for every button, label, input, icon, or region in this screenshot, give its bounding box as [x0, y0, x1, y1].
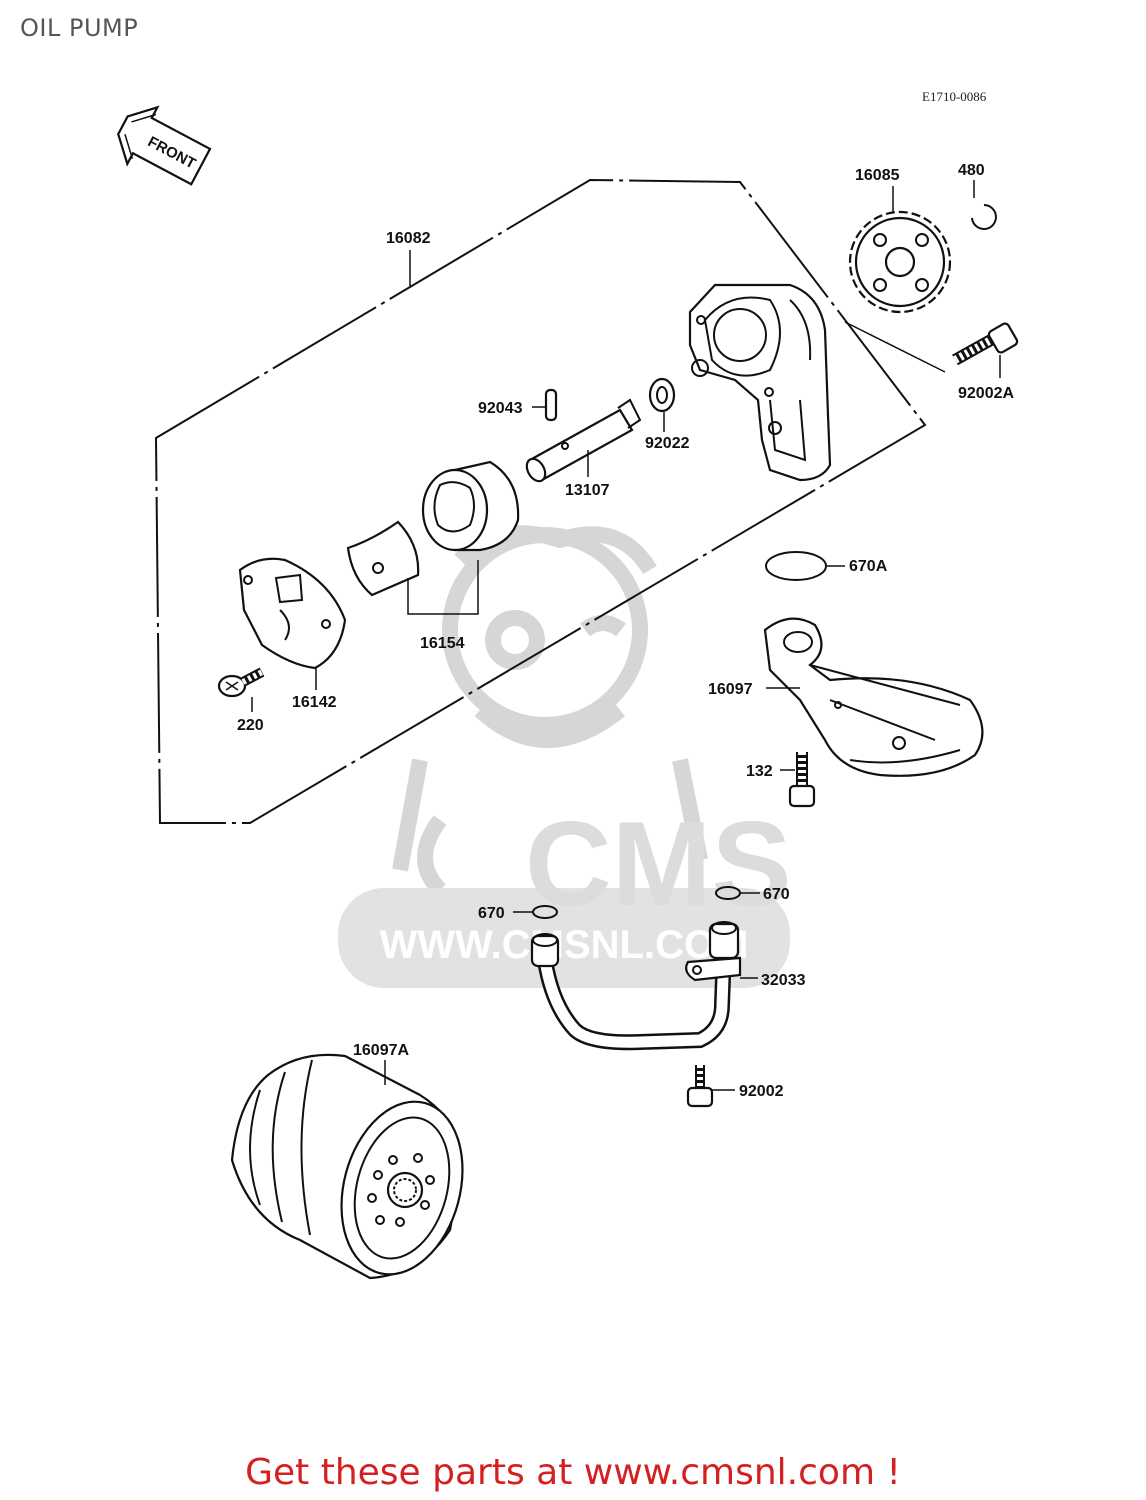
oil-strainer-part: [763, 617, 984, 777]
footer-promo-text: Get these parts at www.cmsnl.com !: [245, 1452, 901, 1493]
pump-shaft-part: [525, 398, 642, 483]
front-arrow-icon: FRONT: [117, 105, 212, 186]
part-label: 13107: [565, 482, 610, 499]
pin-part: [532, 388, 558, 422]
o-ring-670-left-part: [513, 905, 558, 919]
part-label: 480: [958, 162, 985, 179]
pump-body-part: [688, 283, 832, 482]
watermark-url-text: WWW.CMSNL.COM: [380, 923, 749, 967]
pump-cover-part: [238, 557, 347, 690]
part-label: 132: [746, 763, 773, 780]
part-label: 92043: [478, 400, 523, 417]
part-label: 16154: [420, 635, 465, 652]
circlip-part: [971, 180, 997, 230]
part-number-labels: 16082 16085 480 92002A 92043 92022 13107…: [237, 162, 1014, 1100]
washer-part: [648, 377, 676, 432]
part-label: 670A: [849, 558, 888, 575]
page-title: OIL PUMP: [20, 14, 139, 42]
bolt-92002-part: [686, 1065, 735, 1108]
pump-gear-part: [848, 186, 952, 314]
rotor-bracket-line: [407, 560, 479, 615]
oil-pipe-part: [530, 921, 758, 1051]
o-ring-670a-part: [765, 551, 845, 581]
part-label: 92022: [645, 435, 690, 452]
bolt-92002a-part: [844, 321, 1019, 378]
part-label: 32033: [761, 972, 806, 989]
part-label: 16085: [855, 167, 900, 184]
part-label: 92002: [739, 1083, 784, 1100]
watermark-banner: [338, 888, 790, 988]
part-label: 16082: [386, 230, 431, 247]
oil-filter-part: [230, 1053, 464, 1280]
part-label: 220: [237, 717, 264, 734]
part-label: 16097: [708, 681, 753, 698]
part-label: 16142: [292, 694, 337, 711]
part-label: 16097A: [353, 1042, 409, 1059]
part-label: 670: [763, 886, 790, 903]
outer-rotor-part: [421, 460, 520, 552]
screw-220-part: [217, 667, 265, 712]
diagram-ref-code: E1710-0086: [922, 89, 987, 104]
watermark: CMS WWW.CMSNL.COM: [338, 525, 792, 988]
part-label: 670: [478, 905, 505, 922]
part-label: 92002A: [958, 385, 1014, 402]
o-ring-670-right-part: [715, 886, 760, 900]
watermark-logo-text: CMS: [525, 797, 792, 931]
inner-rotor-part: [346, 520, 420, 597]
bolt-132-part: [780, 752, 816, 808]
pump-assembly-outline: [154, 178, 927, 824]
